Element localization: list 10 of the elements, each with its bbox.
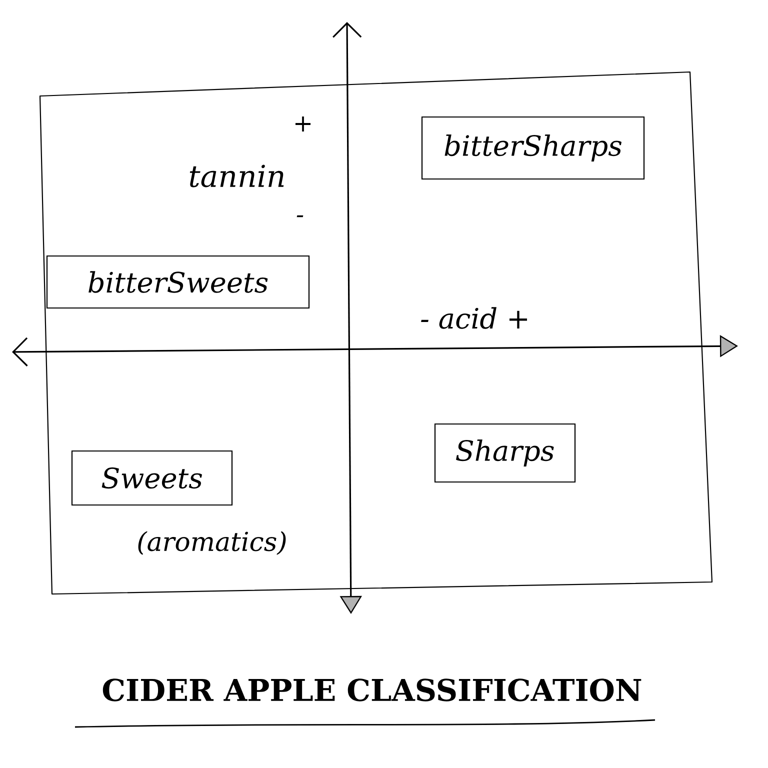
label-box: Sweets [71,450,233,506]
axis-label: tannin [190,164,284,188]
axis-label: - acid + [421,307,527,329]
label-box: bitterSweets [46,255,310,309]
label-box: bitterSharps [421,116,645,180]
note-text: (aromatics) [138,531,286,555]
title: CIDER APPLE CLASSIFICATION [102,678,642,702]
label-box: Sharps [434,423,576,483]
axis-label: - [296,215,304,218]
axis-label: + [296,116,311,132]
